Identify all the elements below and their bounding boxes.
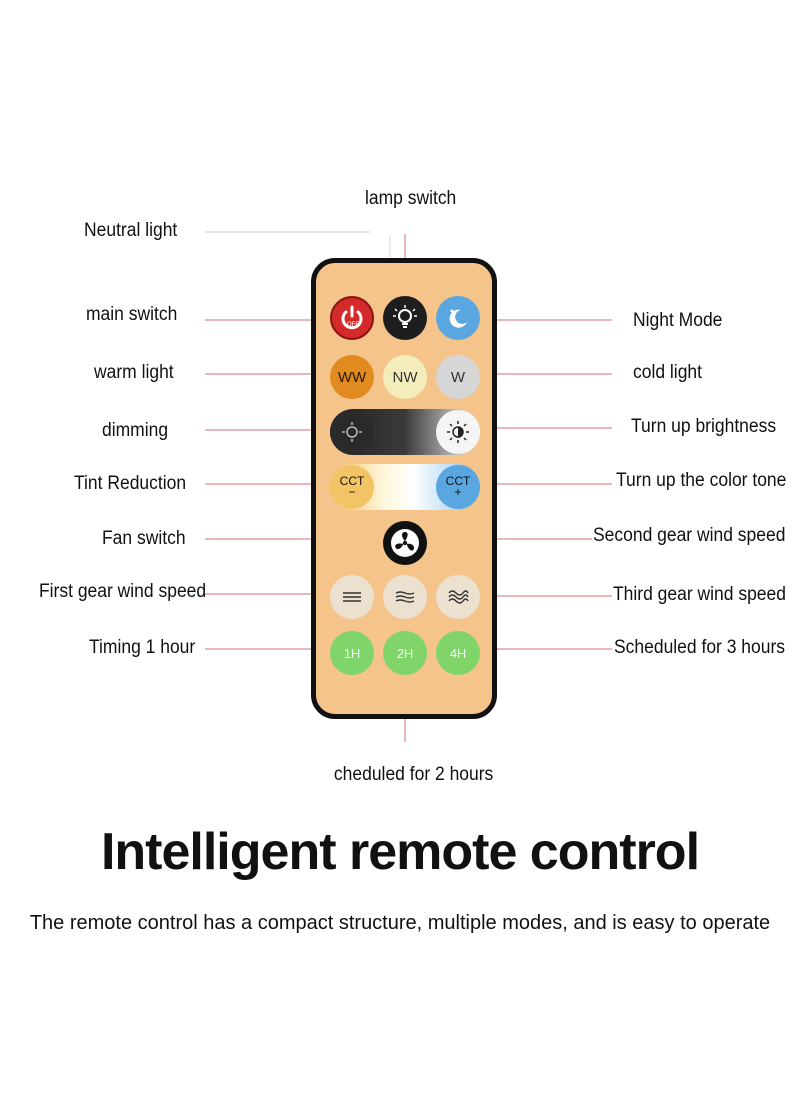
remote-control: OFF WW NW W <box>311 258 497 719</box>
timer-2h-button[interactable]: 2H <box>383 631 427 675</box>
brightness-down-icon <box>342 422 362 442</box>
tint-reduction-button[interactable]: CCT − <box>330 465 374 509</box>
label-third-gear: Third gear wind speed <box>613 584 786 605</box>
label-scheduled-2h: cheduled for 2 hours <box>333 764 494 785</box>
third-gear-button[interactable] <box>436 575 480 619</box>
cold-light-button[interactable]: W <box>436 355 480 399</box>
wind-speed-2-icon <box>395 591 415 603</box>
main-switch-button[interactable] <box>330 296 374 340</box>
label-second-gear: Second gear wind speed <box>593 525 786 546</box>
label-fan-switch: Fan switch <box>102 528 186 549</box>
dimming-button[interactable] <box>330 410 374 454</box>
first-gear-button[interactable] <box>330 575 374 619</box>
cct-minus-sign: − <box>348 485 356 499</box>
label-timing-1h: Timing 1 hour <box>89 637 196 658</box>
night-mode-button[interactable] <box>436 296 480 340</box>
label-cold-light: cold light <box>633 362 702 383</box>
label-first-gear: First gear wind speed <box>39 581 207 602</box>
label-tint-reduction: Tint Reduction <box>74 473 187 494</box>
label-warm-light: warm light <box>94 362 174 383</box>
color-tone-up-button[interactable]: CCT + <box>436 465 480 509</box>
brightness-up-icon <box>447 421 469 443</box>
second-gear-button[interactable] <box>383 575 427 619</box>
brightness-up-button[interactable] <box>436 410 480 454</box>
fan-switch-button[interactable] <box>383 521 427 565</box>
page-subtitle: The remote control has a compact structu… <box>29 912 771 934</box>
cct-minus-label: CCT <box>339 474 365 488</box>
warm-light-button[interactable]: WW <box>330 355 374 399</box>
label-neutral-light: Neutral light <box>84 220 178 241</box>
label-turn-up-brightness: Turn up brightness <box>631 416 777 437</box>
cct-plus-sign: + <box>454 485 462 499</box>
neutral-light-button[interactable]: NW <box>383 355 427 399</box>
label-lamp-switch: lamp switch <box>364 188 457 209</box>
wind-speed-3-icon <box>448 590 469 604</box>
bulb-icon <box>393 305 417 328</box>
label-night-mode: Night Mode <box>633 310 723 331</box>
page-title: Intelligent remote control <box>100 823 700 881</box>
label-dimming: dimming <box>102 420 169 441</box>
label-scheduled-3h: Scheduled for 3 hours <box>614 637 786 658</box>
fan-icon <box>391 529 419 557</box>
power-icon <box>341 305 363 330</box>
label-turn-up-color-tone: Turn up the color tone <box>616 470 787 491</box>
timer-1h-button[interactable]: 1H <box>330 631 374 675</box>
lamp-switch-button[interactable] <box>383 296 427 340</box>
cct-plus-label: CCT <box>445 474 471 488</box>
label-main-switch: main switch <box>86 304 178 325</box>
wind-speed-1-icon <box>343 592 361 602</box>
moon-icon <box>449 309 467 328</box>
off-text: OFF <box>347 322 359 328</box>
timer-4h-button[interactable]: 4H <box>436 631 480 675</box>
